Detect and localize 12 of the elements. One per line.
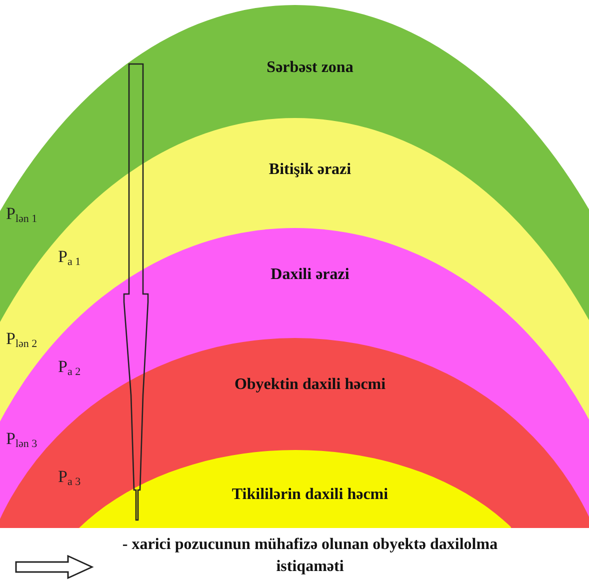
zone-label: Obyektin daxili həcmi	[234, 375, 386, 395]
pressure-label: P$_{lən 1}$	[6, 205, 38, 222]
pressure-label: P$_{lən 2}$	[6, 330, 38, 347]
pressure-label: P$_{a 3}$	[58, 468, 81, 485]
pressure-label: P$_{lən 3}$	[6, 430, 38, 447]
zone-label: Daxili ərazi	[270, 265, 350, 285]
pressure-label: P$_{a 2}$	[58, 358, 81, 375]
zone-label: Sərbəst zona	[266, 58, 354, 78]
zone-label: Bitişik ərazi	[268, 160, 352, 180]
zone-label: Tikililərin daxili həcmi	[232, 485, 388, 505]
legend-text: - xarici pozucunun mühafizə olunan obyektə daxilolma istiqaməti	[121, 535, 499, 577]
pressure-label: P$_{a 1}$	[58, 248, 81, 265]
